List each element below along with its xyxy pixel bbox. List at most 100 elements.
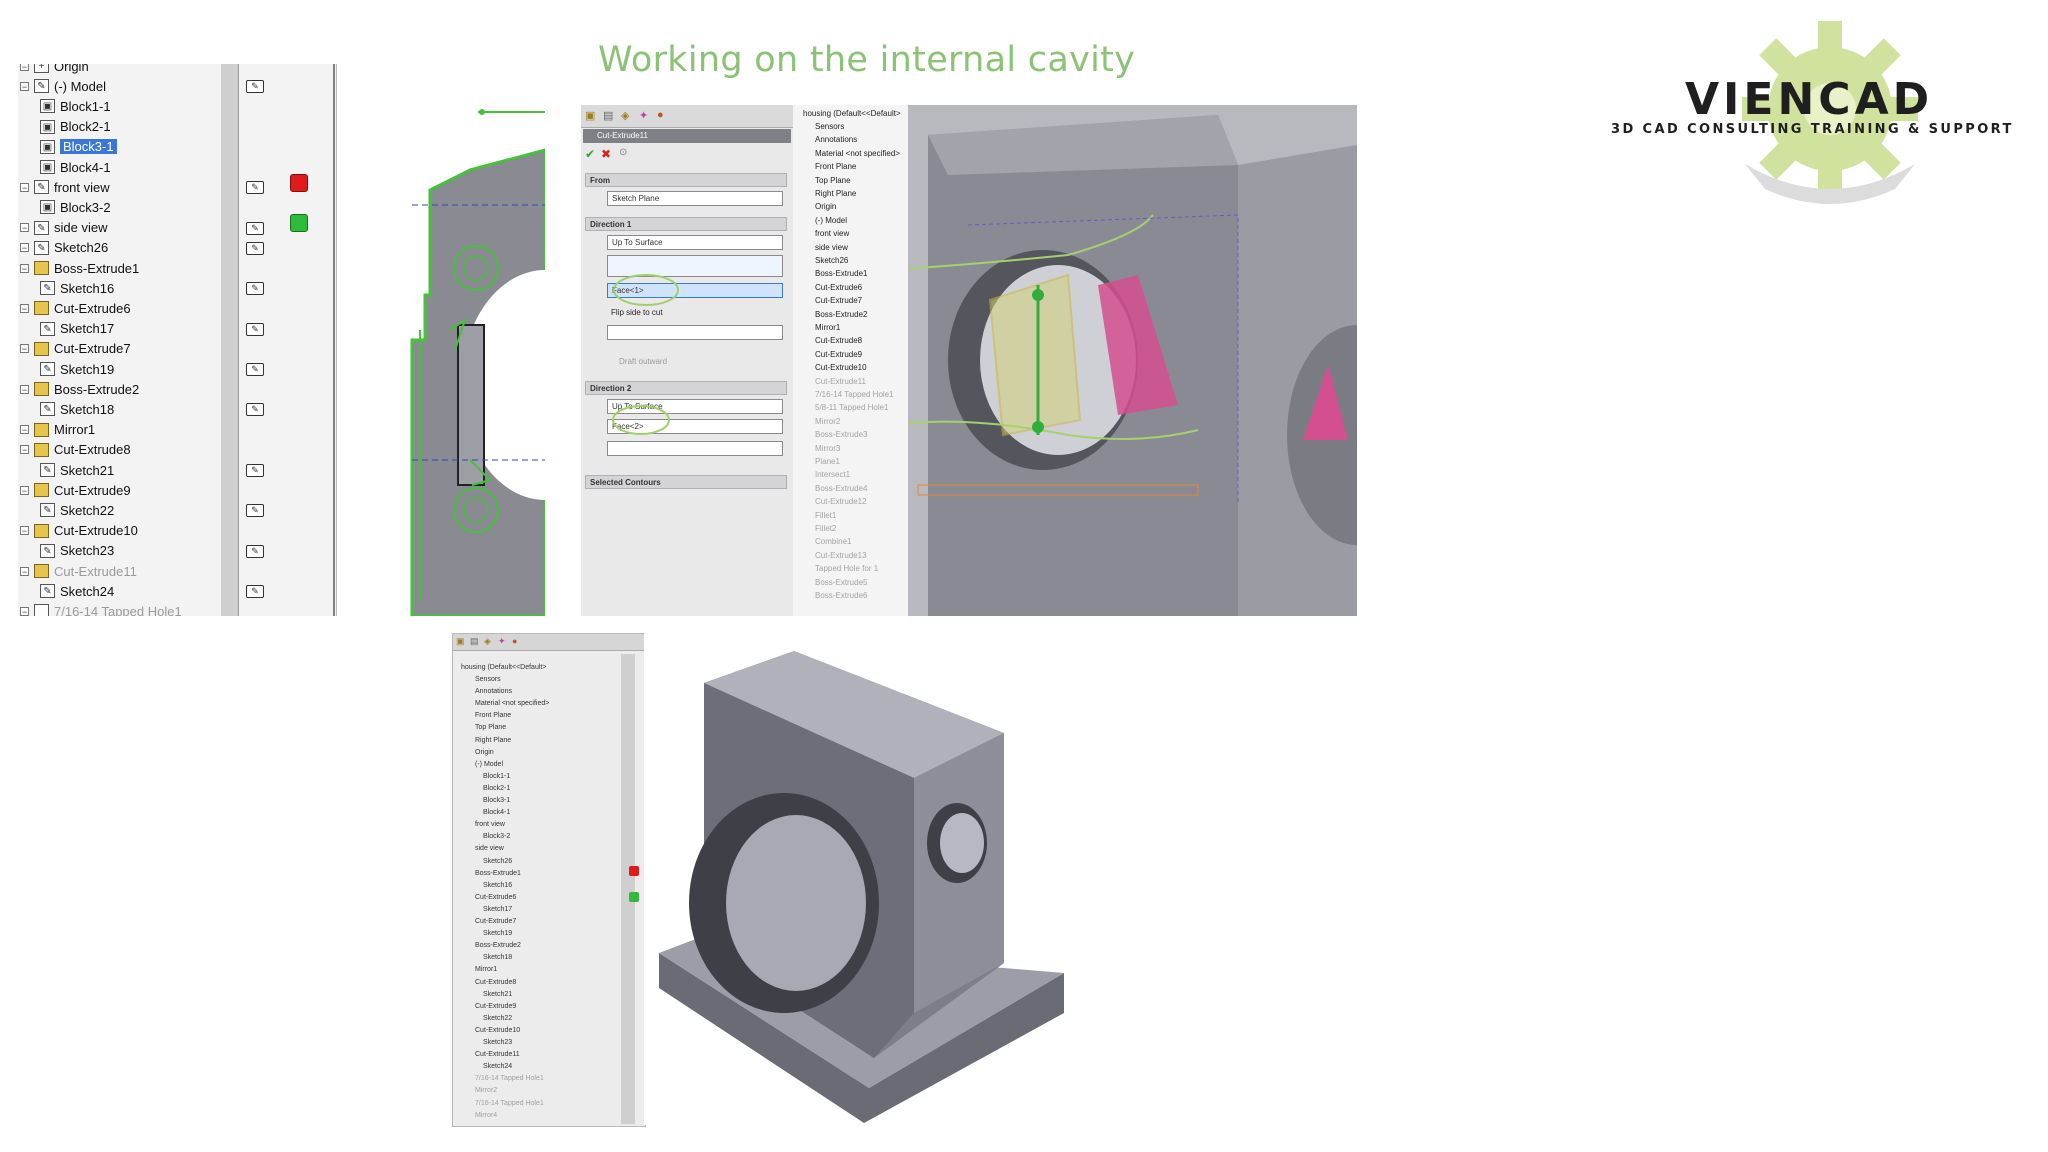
bottom-tree-item[interactable]: Sketch18 — [483, 954, 513, 962]
flyout-tree-item[interactable]: Combine1 — [815, 537, 852, 547]
pm-section-from[interactable]: From — [585, 173, 787, 187]
sketch-visibility-icon[interactable]: ✎ — [246, 403, 264, 417]
tree-item[interactable]: −Boss-Extrude2 — [20, 379, 139, 399]
green-status-button[interactable] — [629, 892, 639, 902]
dim-xpert-icon[interactable]: ✦ — [639, 110, 649, 122]
sketch-visibility-icon[interactable]: ✎ — [246, 585, 264, 599]
flyout-tree-item[interactable]: Right Plane — [815, 189, 857, 198]
pm-section-contours[interactable]: Selected Contours — [585, 475, 787, 489]
expand-toggle-icon[interactable]: − — [20, 303, 29, 314]
bottom-tree-item[interactable]: Sketch22 — [483, 1014, 513, 1022]
bottom-tree-item[interactable]: Material <not specified> — [475, 700, 550, 708]
bottom-tree-item[interactable]: 7/16-14 Tapped Hole1 — [475, 1099, 544, 1107]
flyout-tree-item[interactable]: Cut-Extrude6 — [815, 282, 863, 292]
dir1-direction-field[interactable] — [607, 255, 783, 277]
flyout-tree-item[interactable]: Cut-Extrude12 — [815, 497, 867, 507]
sketch-visibility-icon[interactable]: ✎ — [246, 241, 264, 255]
bottom-tree-item[interactable]: Annotations — [475, 688, 512, 696]
tree-item[interactable]: ✎Sketch22 — [40, 500, 114, 520]
flyout-tree-item[interactable]: Front Plane — [815, 162, 857, 172]
cancel-x-icon[interactable]: ✖ — [601, 147, 612, 161]
tree-item[interactable]: −Mirror1 — [20, 420, 95, 440]
preview-icon[interactable]: ⊙ — [619, 147, 628, 158]
bottom-tree-item[interactable]: Block2-1 — [483, 784, 511, 792]
pm-section-direction1[interactable]: Direction 1 — [585, 217, 787, 231]
expand-toggle-icon[interactable]: − — [20, 182, 29, 193]
config-manager-icon[interactable]: ◈ — [484, 636, 491, 646]
property-manager-icon[interactable]: ▤ — [603, 110, 614, 122]
tree-item[interactable]: −7/16-14 Tapped Hole1 — [20, 601, 182, 616]
flyout-tree-item[interactable]: Mirror3 — [815, 443, 841, 453]
flyout-tree-item[interactable]: Cut-Extrude7 — [815, 296, 863, 306]
bottom-tree-item[interactable]: Mirror1 — [475, 966, 498, 974]
tree-item[interactable]: −+Origin — [20, 64, 89, 76]
tree-item[interactable]: −Cut-Extrude9 — [20, 480, 131, 500]
property-manager-icon[interactable]: ▤ — [470, 636, 479, 646]
bottom-tree-item[interactable]: Sketch26 — [483, 857, 513, 865]
bottom-tree-item[interactable]: Sketch17 — [483, 905, 513, 913]
flyout-tree-item[interactable]: Fillet1 — [815, 510, 837, 520]
sketch-visibility-icon[interactable]: ✎ — [246, 544, 264, 558]
flyout-tree-item[interactable]: Cut-Extrude9 — [815, 349, 863, 359]
flyout-tree-item[interactable]: Origin — [815, 202, 837, 212]
tree-item[interactable]: ▣Block4-1 — [40, 157, 111, 177]
bottom-tree-item[interactable]: front view — [475, 821, 505, 829]
housing-isometric-view[interactable] — [644, 633, 1074, 1125]
flyout-tree-item[interactable]: (-) Model — [815, 215, 848, 225]
bottom-tree-item[interactable]: Block4-1 — [483, 809, 511, 817]
bottom-tree-item[interactable]: (-) Model — [475, 760, 504, 768]
sketch-visibility-icon[interactable]: ✎ — [246, 322, 264, 336]
bottom-tree-item[interactable]: Front Plane — [475, 712, 512, 720]
dir2-depth-field[interactable] — [607, 441, 783, 456]
depth-field[interactable] — [607, 325, 783, 340]
flyout-tree-item[interactable]: Boss-Extrude5 — [815, 577, 868, 587]
flyout-root[interactable]: housing (Default<<Default> — [803, 109, 901, 118]
expand-toggle-icon[interactable]: − — [20, 384, 29, 395]
expand-toggle-icon[interactable]: − — [20, 81, 29, 92]
flyout-tree-item[interactable]: Boss-Extrude4 — [815, 483, 868, 493]
expand-toggle-icon[interactable]: − — [20, 606, 29, 616]
tree-item[interactable]: −✎front view — [20, 177, 110, 197]
sketch-visibility-icon[interactable]: ✎ — [246, 181, 264, 195]
flyout-tree-item[interactable]: Top Plane — [815, 175, 851, 185]
expand-toggle-icon[interactable]: − — [20, 263, 29, 274]
bottom-tree-item[interactable]: Right Plane — [475, 736, 512, 744]
bottom-tree-item[interactable]: Cut-Extrude6 — [475, 893, 517, 901]
flyout-tree-item[interactable]: Boss-Extrude6 — [815, 591, 868, 600]
bottom-tree-item[interactable]: Sketch23 — [483, 1039, 513, 1046]
flyout-tree-item[interactable]: Material <not specified> — [815, 148, 900, 158]
config-manager-icon[interactable]: ◈ — [621, 110, 630, 122]
bottom-tree-item[interactable]: Mirror2 — [475, 1087, 498, 1095]
expand-toggle-icon[interactable]: − — [20, 526, 29, 537]
bottom-tree-item[interactable]: Sketch21 — [483, 990, 513, 998]
expand-toggle-icon[interactable]: − — [20, 485, 29, 496]
flyout-tree-item[interactable]: Boss-Extrude3 — [815, 430, 868, 440]
flyout-tree-item[interactable]: Tapped Hole for 1 — [815, 564, 879, 574]
tree-item[interactable]: −✎(-) Model — [20, 76, 106, 96]
dir2-face-field[interactable]: Face<2> — [607, 419, 783, 434]
dir2-end-condition[interactable]: Up To Surface — [607, 399, 783, 414]
bottom-tree-item[interactable]: Cut-Extrude11 — [475, 1051, 520, 1059]
tree-item[interactable]: ✎Sketch23 — [40, 541, 114, 561]
green-status-button[interactable] — [290, 214, 308, 232]
flyout-tree-item[interactable]: Boss-Extrude1 — [815, 269, 868, 279]
tree-item[interactable]: −✎Sketch26 — [20, 238, 108, 258]
expand-toggle-icon[interactable]: − — [20, 223, 29, 234]
expand-toggle-icon[interactable]: − — [20, 425, 29, 436]
dim-xpert-icon[interactable]: ✦ — [498, 636, 506, 646]
flyout-tree-item[interactable]: Mirror1 — [815, 323, 841, 332]
draft-outward-checkbox[interactable]: Draft outward — [619, 357, 668, 366]
3d-viewport[interactable] — [887, 105, 1357, 616]
bottom-tree-item[interactable]: Sketch19 — [483, 930, 513, 938]
flyout-tree-item[interactable]: Sensors — [815, 122, 845, 131]
flyout-tree-item[interactable]: Intersect1 — [815, 470, 851, 480]
bottom-tree-item[interactable]: Boss-Extrude2 — [475, 942, 521, 950]
sketch-visibility-icon[interactable]: ✎ — [246, 80, 264, 94]
bottom-tree-root[interactable]: housing (Default<<Default> — [461, 664, 547, 671]
flyout-tree-item[interactable]: Boss-Extrude2 — [815, 309, 868, 319]
dir1-face-field[interactable]: Face<1> — [607, 283, 783, 298]
flyout-tree-item[interactable]: front view — [815, 229, 850, 239]
tree-item[interactable]: ✎Sketch16 — [40, 278, 114, 298]
tree-item[interactable]: −Cut-Extrude10 — [20, 521, 138, 541]
pm-section-direction2[interactable]: Direction 2 — [585, 381, 787, 395]
